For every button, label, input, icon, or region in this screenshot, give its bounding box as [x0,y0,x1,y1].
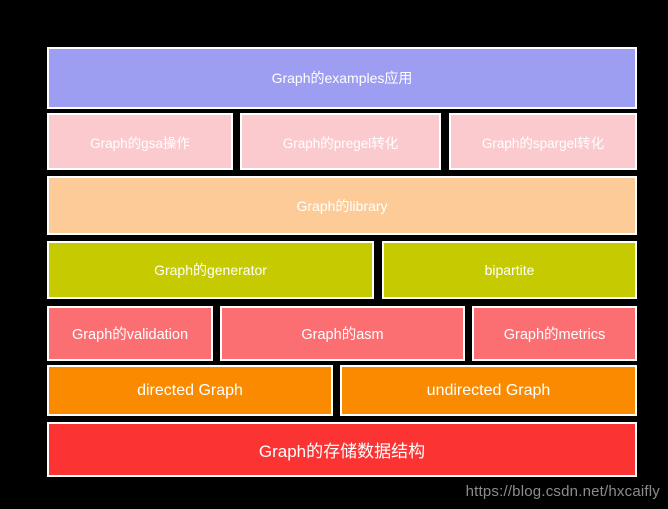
block-graph-examples: Graph的examples应用 [47,47,637,109]
block-graph-asm: Graph的asm [220,306,465,361]
block-graph-library-label: Graph的library [296,197,388,214]
block-graph-generator-label: Graph的generator [154,262,267,278]
block-graph-pregel-label: Graph的pregel转化 [282,135,399,151]
block-graph-gsa: Graph的gsa操作 [47,113,233,170]
block-undirected-graph-label: undirected Graph [426,381,551,399]
watermark-blog-url: https://blog.csdn.net/hxcaifly [465,483,660,500]
block-bipartite: bipartite [382,241,637,299]
block-graph-storage: Graph的存储数据结构 [47,422,637,477]
block-graph-metrics: Graph的metrics [472,306,637,361]
block-graph-validation-label: Graph的validation [71,327,189,343]
block-directed-graph: directed Graph [47,365,333,416]
block-graph-examples-label: Graph的examples应用 [271,70,413,86]
graph-architecture-stack: Graph的examples应用 Graph的gsa操作 Graph的prege… [47,47,637,477]
block-graph-storage-label: Graph的存储数据结构 [258,442,426,461]
block-graph-spargel: Graph的spargel转化 [449,113,637,170]
block-graph-validation: Graph的validation [47,306,213,361]
block-undirected-graph: undirected Graph [340,365,637,416]
block-graph-gsa-label: Graph的gsa操作 [90,135,190,151]
block-graph-asm-label: Graph的asm [301,327,384,343]
block-graph-pregel: Graph的pregel转化 [240,113,441,170]
block-bipartite-label: bipartite [484,262,535,278]
block-graph-metrics-label: Graph的metrics [503,327,606,343]
block-graph-library: Graph的library [47,176,637,235]
block-directed-graph-label: directed Graph [137,381,243,399]
block-graph-spargel-label: Graph的spargel转化 [481,135,605,151]
block-graph-generator: Graph的generator [47,241,374,299]
